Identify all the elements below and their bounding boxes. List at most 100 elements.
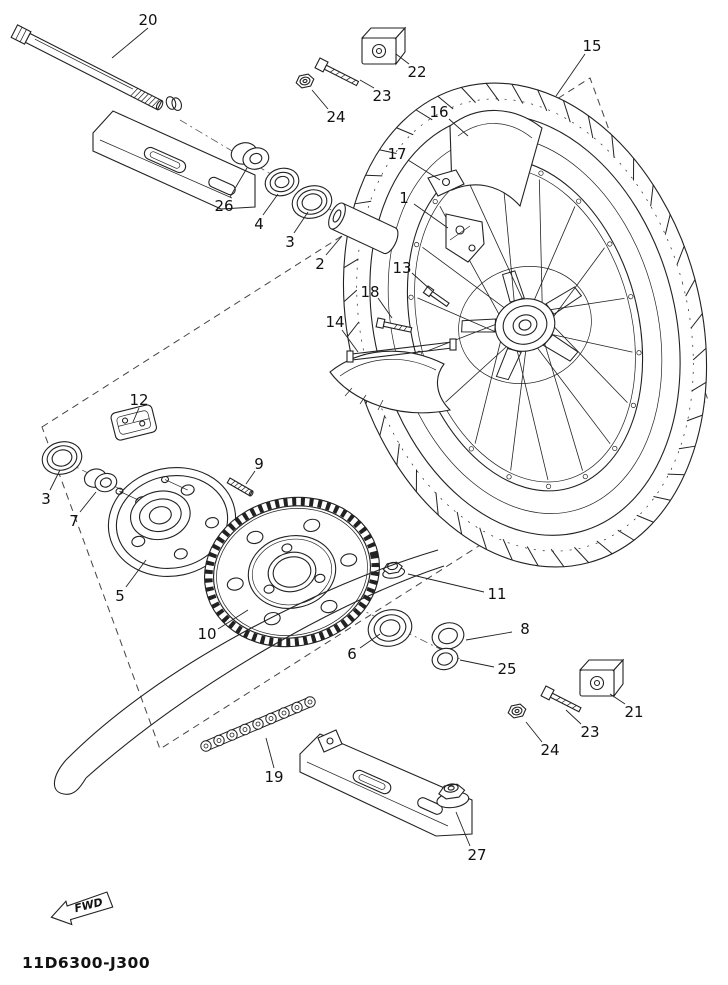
callout-19: 19 — [264, 768, 283, 786]
tread-knob — [650, 184, 654, 207]
callouts: 20 22 23 24 15 16 17 26 4 3 2 1 13 18 14… — [41, 11, 643, 864]
axle-nut-27 — [436, 783, 470, 809]
rim-hole — [630, 402, 636, 408]
tread-knob — [437, 95, 454, 110]
callout-18: 18 — [360, 283, 379, 301]
hub-5 — [107, 466, 237, 578]
chain-pin — [255, 721, 261, 727]
diagram-code: 11D6300-J300 — [22, 954, 150, 972]
callout-24-top: 24 — [326, 108, 345, 126]
callout-20: 20 — [138, 11, 157, 29]
tread-knob — [460, 87, 476, 103]
chain-links — [200, 696, 316, 752]
callout-21: 21 — [624, 703, 643, 721]
rim-hole — [538, 170, 544, 176]
tread-knob — [550, 548, 565, 567]
spoke — [474, 341, 501, 444]
callout-24-bottom: 24 — [540, 741, 559, 759]
tread-knob — [636, 514, 654, 523]
screw-18 — [375, 317, 413, 333]
callout-1: 1 — [399, 189, 409, 207]
callout-16: 16 — [429, 103, 448, 121]
callout-3-upper: 3 — [285, 233, 295, 251]
axle-bolt — [10, 24, 164, 111]
tread-knob — [596, 540, 613, 555]
spoke — [417, 297, 496, 333]
spoke — [516, 350, 549, 481]
tread-knob — [485, 83, 500, 102]
tire-section — [329, 350, 452, 414]
stud-9 — [226, 477, 254, 497]
chain-pin — [242, 727, 248, 732]
tread-knob — [526, 546, 539, 567]
adjuster-bolt-bottom — [540, 685, 582, 713]
rim-hole — [414, 242, 420, 248]
rim-hole — [628, 294, 634, 300]
tread-knob — [379, 415, 386, 436]
spoke — [554, 326, 628, 403]
tread-knob — [574, 547, 590, 563]
tread-knob — [611, 134, 615, 158]
callout-27: 27 — [467, 846, 486, 864]
nut-11 — [382, 561, 406, 579]
adjuster-nut-top — [295, 73, 315, 89]
callout-25: 25 — [497, 660, 516, 678]
rim-hole — [546, 483, 552, 489]
rim-hole — [636, 350, 642, 356]
chain-pin — [203, 743, 209, 749]
collar-2 — [328, 202, 399, 255]
tread-knob — [587, 115, 594, 139]
tread-knob — [691, 381, 707, 392]
adjuster-bolt-top — [314, 57, 360, 87]
spoke — [551, 334, 633, 353]
spoke — [445, 346, 507, 403]
spacer-26 — [230, 142, 270, 170]
rim-hole — [582, 474, 588, 480]
drive-chain — [53, 549, 445, 795]
bracket-1 — [445, 213, 485, 263]
chain-roller — [226, 729, 238, 741]
spacer-8 — [431, 622, 465, 650]
bearing-6 — [367, 609, 413, 647]
adjuster-block-22 — [360, 26, 407, 66]
seal-4 — [264, 167, 300, 197]
tread-knob — [343, 289, 358, 303]
tread-knob — [347, 321, 360, 337]
tire-knobs — [343, 83, 707, 567]
tread-knob — [479, 527, 488, 550]
chain-roller — [200, 740, 212, 752]
bearing-3-lower — [41, 441, 83, 475]
rim-hole — [612, 445, 618, 452]
seal-25 — [431, 647, 459, 671]
chain-roller — [239, 723, 251, 736]
spoke — [425, 324, 496, 353]
tread-knob — [396, 443, 400, 466]
spoke — [534, 206, 576, 300]
tread-knob — [537, 89, 548, 111]
tread-knob — [365, 174, 383, 177]
rear-wheel — [342, 82, 708, 568]
fwd-arrow: FWD — [50, 891, 114, 926]
callout-10: 10 — [197, 625, 216, 643]
tread-knob — [676, 245, 685, 265]
tread-knob — [343, 258, 359, 269]
leader-lines — [49, 27, 626, 847]
damper-12 — [110, 404, 158, 441]
adjuster-block-21 — [578, 658, 625, 698]
tread-knob — [632, 158, 635, 181]
chain-pin — [268, 716, 274, 721]
tread-knob — [678, 445, 696, 450]
spoke — [553, 247, 605, 317]
collar-7 — [83, 468, 118, 493]
rim-hole — [432, 198, 438, 205]
tread-knob — [690, 313, 703, 329]
callout-15: 15 — [582, 37, 601, 55]
bearing-3-upper — [291, 185, 333, 219]
callout-2: 2 — [315, 255, 325, 273]
tread-knob — [396, 127, 414, 136]
rim-hole — [408, 294, 414, 300]
tread-knob — [502, 539, 513, 561]
tread-knob — [617, 529, 635, 541]
tread-knob — [692, 347, 707, 361]
sprocket-10 — [204, 496, 380, 648]
